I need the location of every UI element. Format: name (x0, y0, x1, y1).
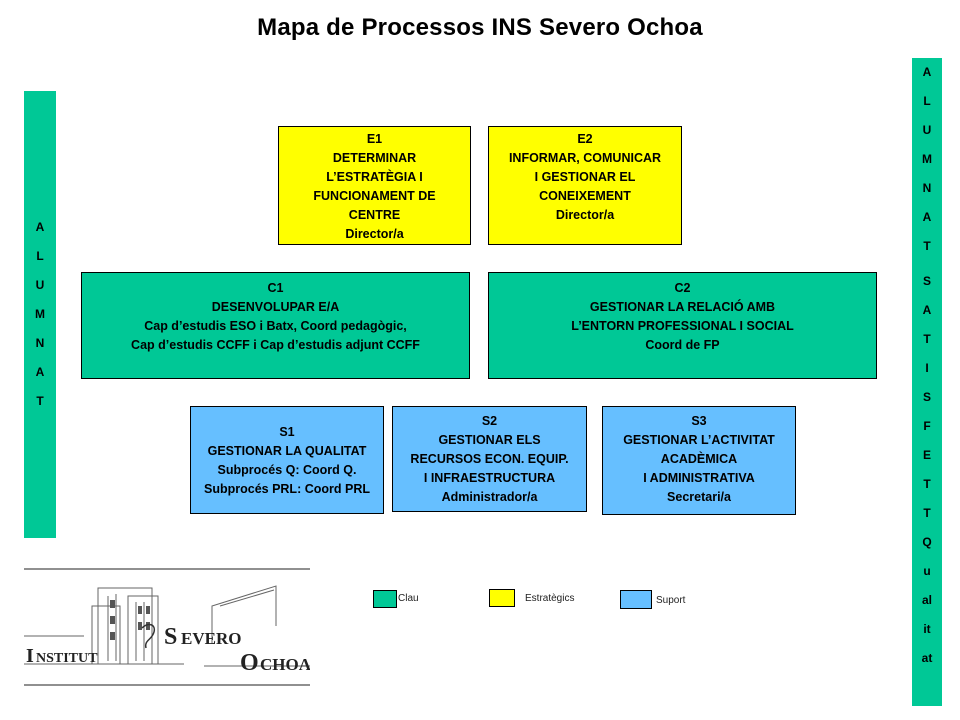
bar-letter: T (923, 239, 931, 253)
process-s1: S1 GESTIONAR LA QUALITAT Subprocés Q: Co… (190, 406, 384, 514)
process-line: C1 (267, 281, 284, 295)
bar-letter: M (35, 307, 45, 321)
page-title: Mapa de Processos INS Severo Ochoa (257, 14, 703, 41)
legend-swatch-estrategics (489, 589, 515, 607)
process-line: S3 (691, 414, 707, 428)
svg-text:CHOA: CHOA (260, 655, 310, 674)
bar-letter: F (923, 419, 931, 433)
bar-letter: al (921, 593, 932, 607)
bar-letter: Q (922, 535, 932, 549)
process-line: Subprocés Q: Coord Q. (217, 463, 357, 477)
process-line: Secretari/a (667, 490, 731, 504)
bar-letter: U (35, 278, 45, 292)
right-alumnat-satisfet-bar: A L U M N A T S A T I S F E T T Q u al i… (912, 58, 942, 706)
process-line: S1 (279, 425, 295, 439)
process-line: DETERMINAR (332, 151, 417, 165)
process-line: Subprocés PRL: Coord PRL (204, 482, 370, 496)
svg-text:NSTITUT: NSTITUT (36, 651, 98, 666)
legend-label-estrategics: Estratègics (525, 593, 575, 604)
svg-text:O: O (240, 650, 259, 676)
bar-letter: L (923, 94, 931, 108)
bar-letter: M (922, 152, 932, 166)
process-c2: C2 GESTIONAR LA RELACIÓ AMB L’ENTORN PRO… (488, 272, 877, 379)
bar-letter: T (923, 506, 931, 520)
legend-label-suport: Suport (656, 595, 686, 606)
process-line: L’ENTORN PROFESSIONAL I SOCIAL (571, 319, 794, 333)
process-line: GESTIONAR L’ACTIVITAT (623, 433, 775, 447)
institut-severo-ochoa-logo: I NSTITUT S EVERO O CHOA (24, 568, 310, 686)
process-line: GESTIONAR LA RELACIÓ AMB (589, 300, 776, 314)
bar-letter: U (922, 123, 932, 137)
process-line: I ADMINISTRATIVA (643, 471, 755, 485)
process-s2: S2 GESTIONAR ELS RECURSOS ECON. EQUIP. I… (392, 406, 587, 512)
process-line: I INFRAESTRUCTURA (423, 471, 556, 485)
bar-letter: N (922, 181, 932, 195)
process-line: GESTIONAR ELS (438, 433, 541, 447)
process-line: CENTRE (348, 208, 401, 222)
process-c1: C1 DESENVOLUPAR E/A Cap d’estudis ESO i … (81, 272, 470, 379)
legend-swatch-suport (620, 590, 652, 609)
bar-letter: A (922, 303, 932, 317)
left-alumnat-bar: A L U M N A T (24, 91, 56, 538)
process-line: Cap d’estudis CCFF i Cap d’estudis adjun… (131, 338, 420, 352)
bar-letter: E (922, 448, 931, 462)
process-line: CONEIXEMENT (539, 189, 631, 203)
bar-letter: S (922, 274, 931, 288)
bar-letter: u (923, 564, 931, 578)
process-line: GESTIONAR LA QUALITAT (207, 444, 367, 458)
process-line: Cap d’estudis ESO i Batx, Coord pedagògi… (144, 319, 407, 333)
svg-text:EVERO: EVERO (181, 629, 241, 648)
process-line: ACADÈMICA (660, 452, 738, 466)
process-e2: E2 INFORMAR, COMUNICAR I GESTIONAR EL CO… (488, 126, 682, 245)
bar-letter: T (923, 477, 931, 491)
bar-letter: T (36, 394, 44, 408)
process-line: Director/a (345, 227, 404, 241)
process-line: C2 (674, 281, 691, 295)
bar-letter: I (925, 361, 929, 375)
process-line: S2 (481, 414, 498, 428)
process-line: Coord de FP (645, 338, 720, 352)
bar-letter: A (35, 220, 45, 234)
bar-letter: T (923, 332, 931, 346)
process-line: Administrador/a (441, 490, 538, 504)
process-line: INFORMAR, COMUNICAR (508, 151, 662, 165)
process-line: I GESTIONAR EL (534, 170, 636, 184)
process-line: Director/a (555, 208, 615, 222)
bar-letter: L (36, 249, 44, 263)
process-line: E1 (366, 132, 383, 146)
bar-letter: A (922, 210, 932, 224)
bar-letter: it (923, 622, 931, 636)
svg-text:S: S (164, 624, 177, 650)
process-line: FUNCIONAMENT DE (313, 189, 436, 203)
svg-text:I: I (26, 645, 34, 667)
process-line: DESENVOLUPAR E/A (211, 300, 340, 314)
legend-label-clau: Clau (398, 593, 419, 604)
bar-letter: A (35, 365, 45, 379)
bar-letter: N (35, 336, 45, 350)
bar-letter: S (922, 390, 931, 404)
process-line: E2 (577, 132, 593, 146)
process-e1: E1 DETERMINAR L’ESTRATÈGIA I FUNCIONAMEN… (278, 126, 471, 245)
bar-letter: A (922, 65, 932, 79)
legend-swatch-clau (373, 590, 397, 608)
process-s3: S3 GESTIONAR L’ACTIVITAT ACADÈMICA I ADM… (602, 406, 796, 515)
bar-letter: at (921, 651, 933, 665)
process-line: RECURSOS ECON. EQUIP. (410, 452, 569, 466)
process-line: L’ESTRATÈGIA I (326, 170, 423, 184)
